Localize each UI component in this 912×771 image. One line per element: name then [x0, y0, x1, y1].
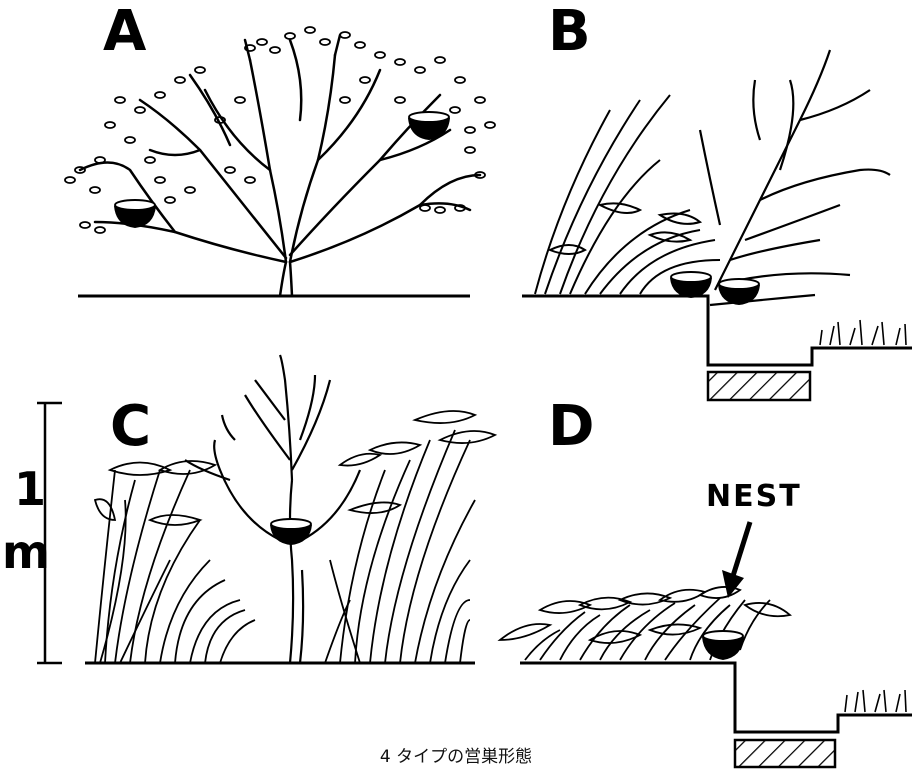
nest-annotation-arrow [722, 522, 750, 598]
panel-b-grass-tuft [820, 320, 906, 345]
panel-a-tree [80, 35, 480, 296]
panel-a-nest-right [408, 112, 450, 140]
panel-c: C [85, 355, 495, 663]
scale-bar-number: 1 [14, 462, 46, 516]
panel-b-nest-left [670, 272, 712, 298]
panel-b-water-channel [708, 372, 810, 400]
panel-d: D NEST [500, 394, 912, 767]
panel-b-reeds [535, 95, 720, 294]
panel-d-bank-profile [520, 663, 912, 732]
panel-d-vegetation [500, 587, 790, 660]
scale-bar: 1 m [2, 403, 62, 663]
scale-bar-unit: m [2, 525, 50, 579]
panel-b-branches [700, 50, 890, 305]
panel-d-label: D [548, 394, 594, 459]
panel-c-label: C [110, 394, 151, 459]
nest-annotation-label: NEST [706, 479, 802, 514]
panel-a: A [65, 0, 495, 296]
panel-d-nest [702, 631, 744, 660]
panel-b: B [522, 0, 912, 400]
panel-a-label: A [103, 0, 147, 64]
panel-c-nest [270, 519, 312, 545]
panel-b-label: B [548, 0, 591, 64]
panel-d-grass-tuft [845, 690, 906, 712]
figure-caption: 4 タイプの営巣形態 [0, 742, 912, 767]
